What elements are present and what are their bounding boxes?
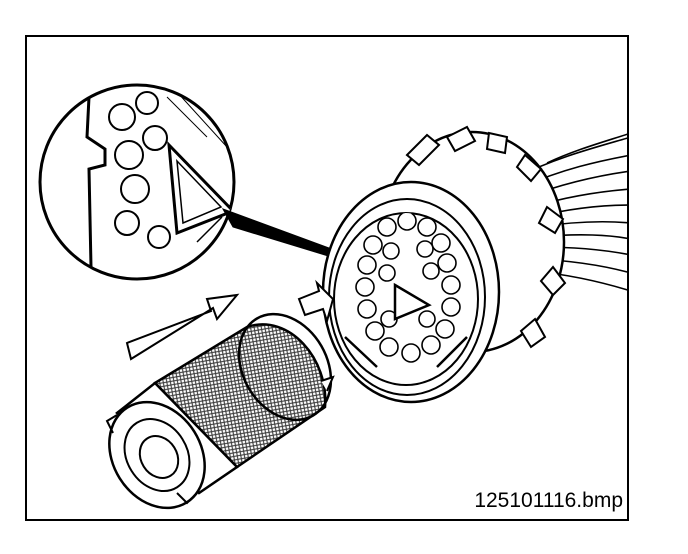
insertion-arrows [125, 279, 335, 361]
connector-face-pins [344, 213, 468, 368]
magnified-detail [38, 83, 373, 281]
figure-frame: 125101116.bmp [25, 35, 629, 521]
plug-connector [105, 312, 335, 510]
connector-illustration [38, 83, 627, 510]
image-filename-caption: 125101116.bmp [474, 489, 623, 512]
